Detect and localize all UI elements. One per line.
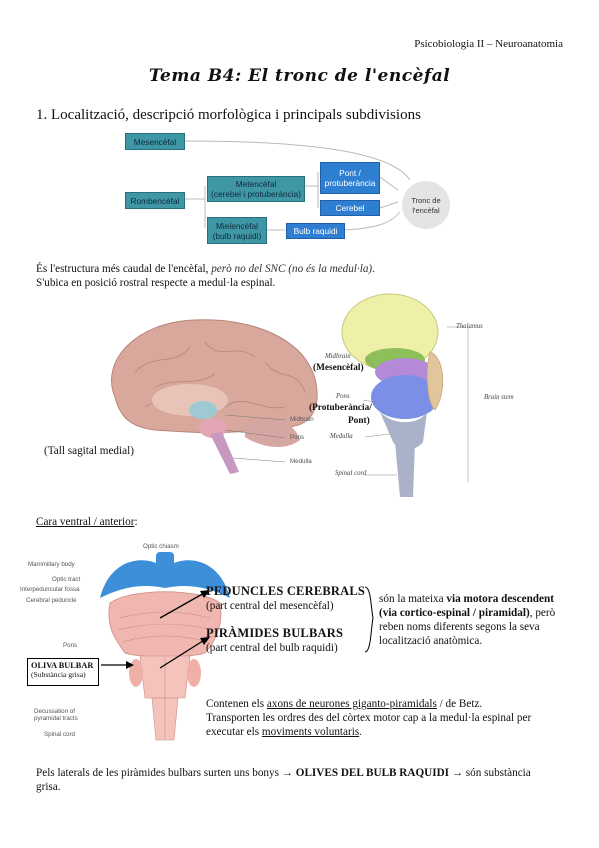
metencefal-box: Metencèfal (cerebel i protuberància) — [207, 176, 305, 202]
peduncles-arrowhead — [200, 590, 210, 598]
midbrain-en-label: Midbrain — [325, 353, 351, 360]
optic-chiasm-label: Optic chiasm — [143, 543, 179, 550]
oliva-box: OLIVA BULBAR (Substància grisa) — [27, 658, 99, 686]
peduncles-block: PEDUNCLES CEREBRALS (part central del me… — [206, 584, 365, 613]
medulla-label: Medulla — [290, 458, 312, 465]
tronc-label-1: Tronc de — [411, 196, 441, 205]
final-l1b: OLIVES DEL BULB RAQUIDI — [295, 767, 450, 779]
contenen-l3b: moviments voluntaris — [261, 726, 360, 738]
intro-paragraph: És l'estructura més caudal de l'encèfal,… — [36, 262, 566, 290]
connector-line — [305, 185, 319, 208]
final-l1a: Pels laterals de les piràmides bulbars s… — [36, 767, 296, 779]
connector-line — [184, 140, 411, 181]
connector-line — [379, 201, 399, 209]
pont-desc: protuberància — [324, 178, 376, 188]
final-l2: grisa. — [36, 781, 61, 793]
contenen-l3a: executar els — [206, 726, 262, 738]
pons-label: Pons — [290, 434, 305, 441]
connector-line — [379, 176, 399, 191]
contenen-l1b: axons de neurones giganto-piramidals — [266, 698, 437, 710]
side-note: són la mateixa via motora descendent (vi… — [379, 592, 579, 648]
piramides-block: PIRÀMIDES BULBARS (part central del bulb… — [206, 626, 343, 655]
piramides-sub: (part central del bulb raquidi) — [206, 642, 338, 654]
sagittal-brain-image — [111, 319, 318, 474]
brainstem-label: Brain stem — [484, 394, 514, 401]
connector-line — [343, 211, 401, 231]
peduncles-sub: (part central del mesencèfal) — [206, 600, 334, 612]
spinal-ventral-label: Spinal cord — [44, 731, 75, 738]
mielencefal-label: Mielencèfal — [216, 220, 258, 231]
tronc-label: Tronc de l'encèfal — [404, 193, 448, 219]
interpeduncular-label: Interpeduncular fossa — [20, 586, 80, 593]
page-header: Psicobiologia II – Neuroanatomia — [414, 38, 563, 50]
metencefal-desc: (cerebel i protuberància) — [211, 189, 301, 199]
pont-box: Pont / protuberància — [320, 162, 380, 194]
pons-ca-label-2: Pont) — [348, 416, 370, 426]
piramides-title: PIRÀMIDES BULBARS — [206, 626, 344, 640]
mielencefal-box: Mielencèfal (bulb raquidi) — [207, 217, 267, 244]
ventral-brainstem-image — [100, 552, 230, 741]
medulla-en-label: Medulla — [330, 433, 353, 440]
oliva-title: OLIVA BULBAR — [31, 661, 94, 670]
decussation-label-1: Decussation of — [34, 708, 75, 715]
final-l1c: → són substància — [449, 767, 531, 779]
midbrain-label: Midbrain — [290, 416, 314, 423]
contenen-l3c: . — [359, 726, 362, 738]
side-note-l1a: són la mateixa — [379, 593, 447, 605]
side-note-l2b: , però — [529, 607, 556, 619]
pont-label: Pont / — [339, 168, 361, 178]
final-paragraph: Pels laterals de les piràmides bulbars s… — [36, 766, 571, 794]
peduncles-arrow — [159, 591, 207, 619]
pons-en-label: Pons — [336, 393, 350, 400]
tronc-label-2: l'encèfal — [412, 206, 440, 215]
mammillary-label: Mammillary body — [28, 561, 75, 568]
diagram-connectors — [184, 140, 450, 231]
section-heading: 1. Localització, descripció morfològica … — [36, 107, 421, 123]
peduncles-title: PEDUNCLES CEREBRALS — [206, 584, 366, 598]
sagittal-caption: (Tall sagital medial) — [44, 445, 134, 457]
side-note-l2a: (via cortico-espinal / piramidal) — [379, 607, 530, 619]
intro-italic: però no del SNC (no és la medul·la) — [211, 263, 373, 275]
side-note-l1b: via motora descendent — [446, 593, 554, 605]
rombencefal-box: Rombencèfal — [125, 192, 185, 209]
metencefal-label: Metencèfal — [235, 179, 277, 189]
mesencefal-box: Mesencèfal — [125, 133, 185, 150]
optic-tract-label: Optic tract — [52, 576, 81, 583]
midbrain-ca-label: (Mesencèfal) — [313, 363, 364, 373]
pons-ventral-label: Pons — [63, 642, 78, 649]
pons-ca-label-1: (Protuberància/ — [309, 403, 372, 413]
connector-line — [185, 198, 206, 228]
ventral-heading-text: Cara ventral / anterior — [36, 516, 135, 528]
contenen-l1c: / de Betz. — [436, 698, 483, 710]
side-note-l3: reben noms diferents segons la seva — [379, 621, 540, 633]
cerebel-box: Cerebel — [320, 200, 380, 216]
thalamus-label: Thalamus — [456, 323, 483, 330]
oliva-arrowhead — [126, 661, 134, 669]
cerebral-peduncle-label: Cerebral peduncle — [26, 597, 77, 604]
decussation-label-2: pyramidal tracts — [34, 715, 78, 722]
ventral-heading: Cara ventral / anterior: — [36, 515, 138, 529]
grouping-brace — [364, 586, 374, 653]
contenen-paragraph: Contenen els axons de neurones giganto-p… — [206, 697, 576, 739]
spinal-cord-label: Spinal cord — [335, 470, 367, 477]
side-note-l4: localització anatòmica. — [379, 635, 483, 647]
page-title: Tema B4: El tronc de l'encèfal — [148, 66, 451, 86]
bulb-box: Bulb raquidi — [286, 223, 345, 239]
piramides-arrowhead — [200, 637, 210, 645]
ventral-heading-colon: : — [134, 516, 138, 528]
oliva-sub: (Substància grisa) — [31, 670, 86, 679]
mielencefal-desc: (bulb raquidi) — [212, 230, 262, 241]
brainstem-image — [341, 293, 469, 497]
intro-line2: S'ubica en posició rostral respecte a me… — [36, 277, 276, 289]
intro-text: És l'estructura més caudal de l'encèfal, — [36, 263, 212, 275]
piramides-arrow — [159, 638, 207, 669]
contenen-l2: Transporten les ordres des del còrtex mo… — [206, 712, 532, 724]
contenen-l1a: Contenen els — [206, 698, 267, 710]
tronc-circle — [402, 181, 450, 229]
intro-period: . — [372, 263, 375, 275]
